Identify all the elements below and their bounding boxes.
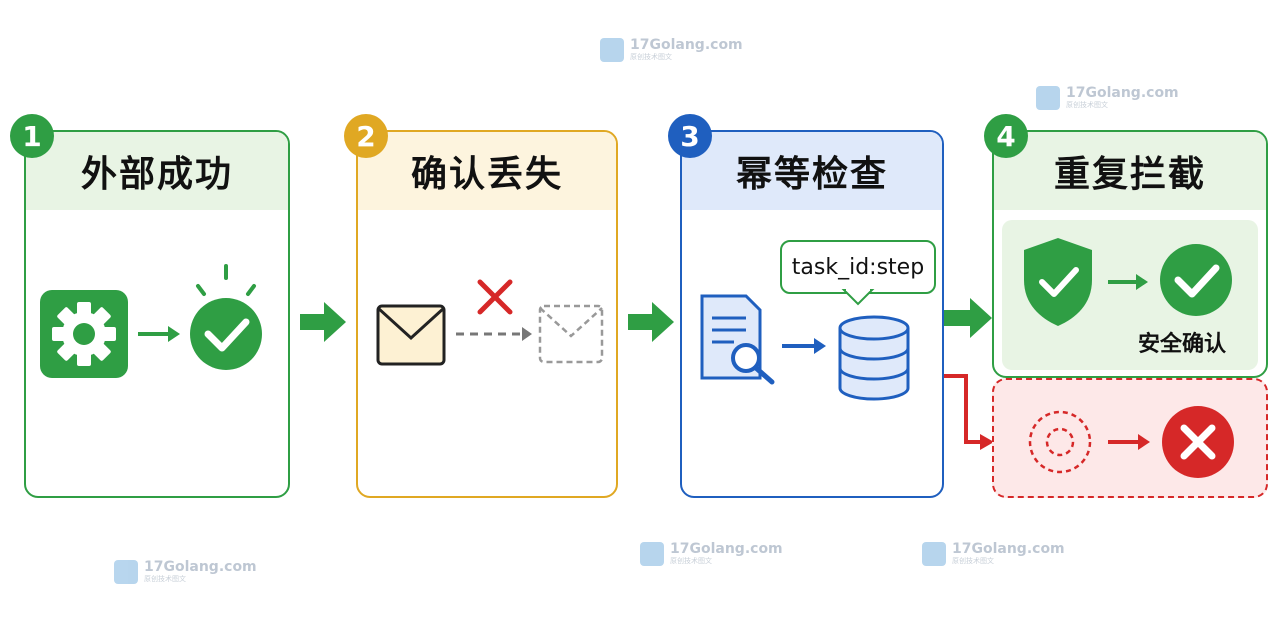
success-check-icon [190,264,262,370]
gear-icon [40,290,128,378]
idempotency-key-tag: task_id:step [780,240,936,294]
step-badge-1: 1 [10,114,54,158]
envelope-icon [376,304,446,366]
arrow-right-icon [782,338,826,354]
step-badge-3: 3 [668,114,712,158]
duplicate-blocked-illustration [1028,406,1234,478]
flow-arrow-icon [628,302,674,342]
arrow-right-icon [138,326,180,342]
success-check-icon [1160,244,1232,316]
branch-arrows [944,298,994,450]
step-title-4: 重复拦截 [994,132,1266,210]
safe-confirm-label: 安全确认 [1138,332,1227,357]
external-success-illustration [40,264,262,378]
dashed-gear-icon [1028,410,1092,474]
error-x-icon [1162,406,1234,478]
step-card-3: 幂等检查 [680,130,944,498]
database-icon [838,315,910,401]
lost-arrow-icon [456,327,532,341]
document-search-icon [700,294,775,385]
arrow-right-icon [1108,434,1150,450]
red-x-icon [477,279,513,315]
flow-arrow-icon [300,302,346,342]
step-title-1: 外部成功 [26,132,288,210]
step-title-3: 幂等检查 [682,132,942,210]
step-badge-4: 4 [984,114,1028,158]
step-title-2: 确认丢失 [358,132,616,210]
missing-envelope-icon [538,304,604,364]
step-badge-2: 2 [344,114,388,158]
arrow-right-icon [1108,274,1148,290]
confirmation-lost-illustration [376,279,604,366]
reject-arrow-icon [944,374,994,450]
safe-confirm-illustration [1024,238,1232,326]
idempotency-check-illustration [700,287,910,401]
flow-arrow-icon [944,298,992,338]
shield-check-icon [1024,238,1092,326]
